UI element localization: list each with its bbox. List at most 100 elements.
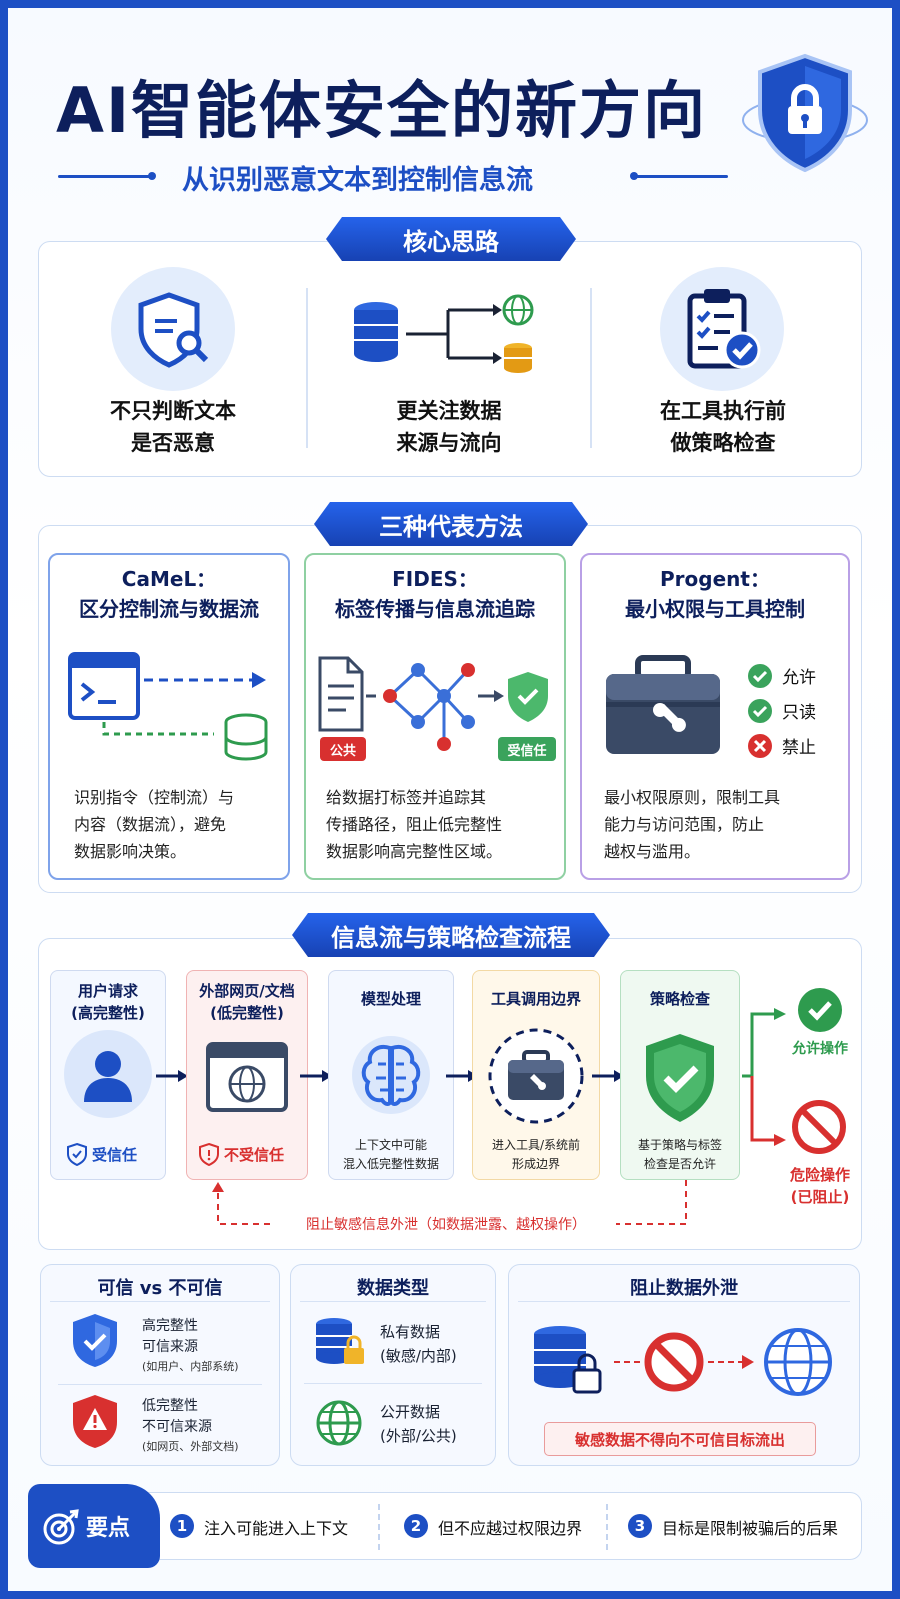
untrusted-source-examples: (如网页、外部文档): [142, 1440, 239, 1453]
trust-title: 可信 vs 不可信: [97, 1278, 223, 1299]
leak-title: 阻止数据外泄: [630, 1278, 738, 1299]
core-divider-2: [590, 288, 592, 448]
keypoint-1-text: 注入可能进入上下文: [204, 1519, 349, 1538]
camel-name: CaMeL：: [121, 567, 217, 591]
database-flow-icon: [354, 294, 534, 373]
leak-note: 敏感数据不得向不可信目标流出: [544, 1422, 816, 1456]
brain-icon: [352, 1036, 430, 1114]
keypoint-divider-2: [606, 1504, 608, 1550]
leak-block-diagram: [534, 1326, 832, 1396]
camel-desc-1: 识别指令（控制流）与: [74, 788, 235, 807]
perm-allow: 允许: [782, 668, 816, 688]
progent-desc-3: 越权与滥用。: [604, 842, 701, 861]
camel-desc-3: 数据影响决策。: [74, 842, 187, 861]
step5-title: 策略检查: [649, 990, 710, 1008]
step4-desc-1: 进入工具/系统前: [491, 1138, 581, 1152]
user-icon: [64, 1030, 152, 1118]
low-integrity: 低完整性: [142, 1398, 198, 1414]
step3-desc-1: 上下文中可能: [354, 1138, 427, 1152]
leak-title-divider: [518, 1301, 850, 1302]
core-item-3-line1: 在工具执行前: [660, 399, 786, 423]
camel-desc-2: 内容（数据流），避免: [74, 815, 227, 834]
trusted-source: 可信来源: [142, 1339, 198, 1355]
browser-globe-icon: [206, 1042, 288, 1112]
private-data-detail: (敏感/内部): [380, 1347, 457, 1365]
high-integrity: 高完整性: [142, 1318, 198, 1334]
branch-arrows: [742, 1008, 786, 1146]
untrusted-badge: 不受信任: [224, 1146, 285, 1164]
shield-lock-icon: [742, 53, 868, 173]
keypoint-3-number: 3: [628, 1514, 652, 1538]
step2-title: 外部网页/文档: [199, 982, 295, 1000]
keypoints-bar: [36, 1492, 862, 1560]
private-data: 私有数据: [380, 1323, 441, 1341]
subtitle-line-left: [58, 175, 150, 178]
block-feedback-line: [212, 1180, 687, 1225]
trust-divider: [58, 1384, 262, 1385]
high-integrity-shield-icon: [73, 1314, 117, 1367]
page-subtitle: 从识别恶意文本到控制信息流: [182, 165, 533, 196]
core-item-1-line1: 不只判断文本: [110, 399, 236, 423]
allow-check-circle-icon: [798, 988, 842, 1032]
methods-heading: 三种代表方法: [314, 502, 588, 546]
step3-desc-2: 混入低完整性数据: [342, 1157, 439, 1171]
trusted-shield-icon: [67, 1142, 87, 1166]
terminal-dataflow-icon: [68, 652, 268, 761]
keypoints-label-box: [28, 1484, 160, 1568]
core-item-1-line2: 是否恶意: [131, 431, 215, 455]
tool-boundary-icon: [488, 1028, 584, 1124]
private-data-lock-icon: [316, 1318, 364, 1364]
blocked-icon: [792, 1100, 846, 1154]
data-types-divider: [304, 1383, 482, 1384]
allow-check-icon: [748, 664, 772, 688]
fides-desc-1: 给数据打标签并追踪其: [326, 788, 487, 807]
fides-desc-3: 数据影响高完整性区域。: [326, 842, 503, 861]
flow-arrow-2: [300, 1070, 332, 1082]
low-integrity-shield-icon: [73, 1395, 117, 1448]
danger-blocked: (已阻止): [790, 1188, 850, 1206]
subtitle-dot-left: [148, 172, 156, 180]
perm-deny: 禁止: [782, 738, 816, 758]
block-note: 阻止敏感信息外泄（如数据泄露、越权操作）: [306, 1217, 586, 1233]
deny-x-icon: [748, 734, 772, 758]
keypoint-1-number: 1: [170, 1514, 194, 1538]
step5-desc-1: 基于策略与标签: [637, 1138, 722, 1152]
core-item-3-line2: 做策略检查: [670, 431, 776, 455]
fides-subtitle: 标签传播与信息流追踪: [335, 597, 535, 621]
target-icon: [43, 1509, 79, 1545]
subtitle-dot-right: [630, 172, 638, 180]
untrusted-shield-icon: [199, 1142, 219, 1166]
flow-arrow-1: [156, 1070, 188, 1082]
public-data-detail: (外部/公共): [380, 1427, 457, 1445]
untrusted-source: 不可信来源: [142, 1419, 212, 1435]
public-tag: 公共: [320, 737, 366, 761]
shield-search-icon: [111, 267, 235, 391]
trusted-tag: 受信任: [498, 737, 556, 761]
keypoints-label: 要点: [86, 1516, 131, 1541]
data-types-title: 数据类型: [357, 1278, 429, 1299]
subtitle-line-right: [636, 175, 728, 178]
trusted-badge: 受信任: [92, 1146, 138, 1164]
progent-desc-2: 能力与访问范围，防止: [604, 815, 765, 834]
step4-desc-2: 形成边界: [511, 1157, 560, 1171]
readonly-check-icon: [748, 699, 772, 723]
step1-subtitle: (高完整性): [71, 1004, 145, 1022]
core-item-2-line2: 来源与流向: [396, 431, 502, 455]
step5-desc-2: 检查是否允许: [643, 1157, 716, 1171]
progent-name: Progent：: [660, 567, 770, 591]
data-types-title-divider: [300, 1301, 486, 1302]
trust-title-divider: [50, 1301, 270, 1302]
keypoint-3-text: 目标是限制被骗后的后果: [662, 1519, 839, 1538]
keypoint-2-text: 但不应越过权限边界: [438, 1519, 583, 1538]
step2-subtitle: (低完整性): [210, 1004, 284, 1022]
step4-title: 工具调用边界: [490, 990, 581, 1008]
toolbox-icon: [606, 655, 720, 754]
step1-title: 用户请求: [77, 982, 138, 1000]
clipboard-check-icon: [660, 267, 784, 391]
camel-subtitle: 区分控制流与数据流: [79, 597, 259, 621]
label-propagation-icon: [318, 656, 548, 751]
page-title: AI智能体安全的新方向: [56, 74, 708, 147]
flow-heading: 信息流与策略检查流程: [292, 913, 610, 957]
core-heading: 核心思路: [326, 217, 576, 261]
